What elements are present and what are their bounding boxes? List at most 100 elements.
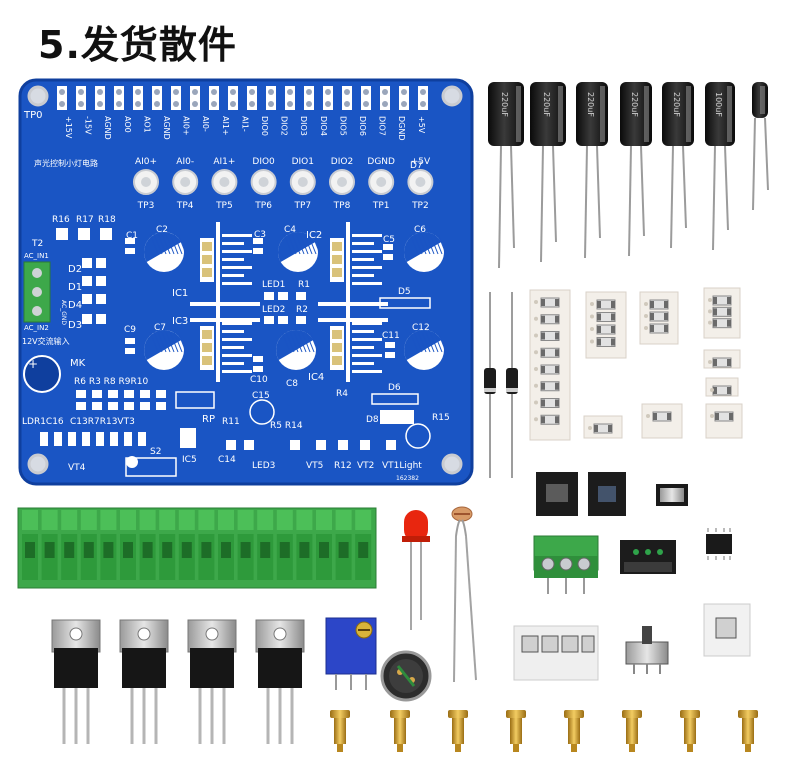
header-hole bbox=[95, 86, 105, 110]
ref-c6: C6 bbox=[414, 225, 426, 235]
ref-d7: D7 bbox=[410, 161, 423, 171]
ref-r17: R17 bbox=[76, 215, 94, 225]
pad bbox=[78, 228, 90, 240]
red-led bbox=[402, 510, 430, 630]
ref-ic5: IC5 bbox=[182, 455, 197, 465]
brass-post bbox=[448, 710, 468, 718]
header-label: DIO7 bbox=[378, 116, 387, 136]
testpoint-bottom-label: TP8 bbox=[333, 201, 351, 211]
ref-r5r14: R5 R14 bbox=[270, 421, 303, 431]
header-hole bbox=[323, 86, 333, 110]
testpoint-bottom-label: TP6 bbox=[254, 201, 272, 211]
header-label: -15V bbox=[84, 116, 93, 135]
axial-diodes bbox=[484, 292, 518, 478]
ref-vt1: VT1Light bbox=[382, 461, 422, 471]
ref-vt2: VT2 bbox=[357, 461, 374, 471]
header-hole bbox=[399, 86, 409, 110]
header-hole bbox=[228, 86, 238, 110]
ref-c11: C11 bbox=[382, 331, 400, 341]
testpoint-top-label: DIO2 bbox=[331, 157, 353, 167]
testpoint-top-label: +5V bbox=[411, 157, 431, 167]
brass-post bbox=[622, 710, 642, 718]
ref-led3: LED3 bbox=[252, 461, 275, 471]
mounting-hole bbox=[441, 453, 463, 475]
ref-d3: D3 bbox=[68, 320, 82, 331]
header-hole bbox=[342, 86, 352, 110]
header-label: +15V bbox=[64, 116, 73, 139]
testpoint-bottom-label: TP4 bbox=[176, 201, 194, 211]
switch-footprint bbox=[125, 457, 177, 477]
ref-r1: R1 bbox=[298, 280, 310, 290]
mounting-hole bbox=[27, 85, 49, 107]
ic-footprints bbox=[190, 222, 388, 382]
ref-c7: C7 bbox=[154, 323, 166, 333]
cap-label: 100uF bbox=[714, 92, 723, 117]
smd-buttons-tape bbox=[703, 603, 751, 657]
board-id: 162382 bbox=[396, 475, 419, 482]
header-hole bbox=[57, 86, 67, 110]
header-label: +5V bbox=[417, 116, 426, 134]
ref-ic4: IC4 bbox=[308, 372, 324, 383]
ref-c12: C12 bbox=[412, 323, 430, 333]
pad bbox=[296, 292, 306, 300]
rp-footprint bbox=[175, 391, 215, 409]
smd-component-tapes bbox=[529, 287, 743, 441]
header-label: DIO3 bbox=[299, 116, 308, 136]
ref-t2: T2 bbox=[31, 239, 43, 249]
testpoint-top-label: AI1+ bbox=[213, 157, 235, 167]
ref-s2: S2 bbox=[150, 447, 161, 457]
electrolytic-capacitor bbox=[530, 82, 566, 146]
d8-pad bbox=[380, 410, 414, 424]
ref-r15: R15 bbox=[432, 413, 450, 423]
header-label: AI0- bbox=[201, 116, 210, 132]
to220-body bbox=[54, 648, 98, 688]
ref-d5: D5 bbox=[398, 287, 411, 297]
power-label: 12V交流输入 bbox=[22, 336, 70, 346]
testpoint-bottom-label: TP2 bbox=[411, 201, 429, 211]
brass-post bbox=[680, 710, 700, 718]
lower-pads bbox=[40, 432, 146, 468]
testpoint-row: AI0+TP3AI0-TP4AI1+TP5DIO0TP6DIO1TP7DIO2T… bbox=[133, 157, 434, 211]
ref-vt4: VT4 bbox=[68, 463, 86, 473]
ref-c9: C9 bbox=[124, 325, 136, 335]
header-hole bbox=[76, 86, 86, 110]
brass-post bbox=[390, 710, 410, 718]
screw bbox=[32, 268, 42, 278]
header-label: DGND bbox=[397, 116, 406, 141]
header-hole bbox=[247, 86, 257, 110]
header-label: DIO4 bbox=[319, 116, 328, 136]
header-label: DIO0 bbox=[260, 116, 269, 136]
header-hole bbox=[285, 86, 295, 110]
header-label: AI1- bbox=[240, 116, 249, 132]
electrolytic-capacitor bbox=[488, 82, 524, 146]
ref-r4: R4 bbox=[336, 389, 348, 399]
ref-ac-in2: AC_IN2 bbox=[24, 324, 49, 332]
mounting-hole bbox=[441, 85, 463, 107]
tactile-buttons-tape bbox=[513, 625, 599, 681]
cap-label: 220uF bbox=[542, 92, 551, 117]
header-label: DIO5 bbox=[338, 116, 347, 136]
testpoint-bottom-label: TP5 bbox=[215, 201, 233, 211]
photoresistor bbox=[451, 506, 477, 683]
header-label: DIO2 bbox=[280, 116, 289, 136]
corner-label: TP0 bbox=[23, 110, 43, 121]
bottom-pads bbox=[226, 440, 396, 450]
cap-label: 220uF bbox=[586, 92, 595, 117]
brass-post bbox=[564, 710, 584, 718]
header-hole bbox=[266, 86, 276, 110]
header-hole bbox=[114, 86, 124, 110]
brass-test-posts bbox=[330, 710, 758, 752]
testpoint-top-label: DIO1 bbox=[292, 157, 314, 167]
pcb-board: TP0 1 +15V-15VAGNDAO0AO1AGNDAI0+AI0-AI1+… bbox=[18, 78, 474, 486]
ref-r16: R16 bbox=[52, 215, 70, 225]
diode-pads bbox=[82, 258, 106, 324]
header-hole bbox=[133, 86, 143, 110]
electret-microphone bbox=[380, 650, 432, 702]
header-label: AGND bbox=[103, 116, 112, 140]
ref-ac-in1: AC_IN1 bbox=[24, 252, 49, 260]
testpoint-bottom-label: TP3 bbox=[137, 201, 155, 211]
ref-rp: RP bbox=[202, 414, 215, 425]
ref-ic1: IC1 bbox=[172, 288, 188, 299]
ref-ic2: IC2 bbox=[306, 230, 322, 241]
